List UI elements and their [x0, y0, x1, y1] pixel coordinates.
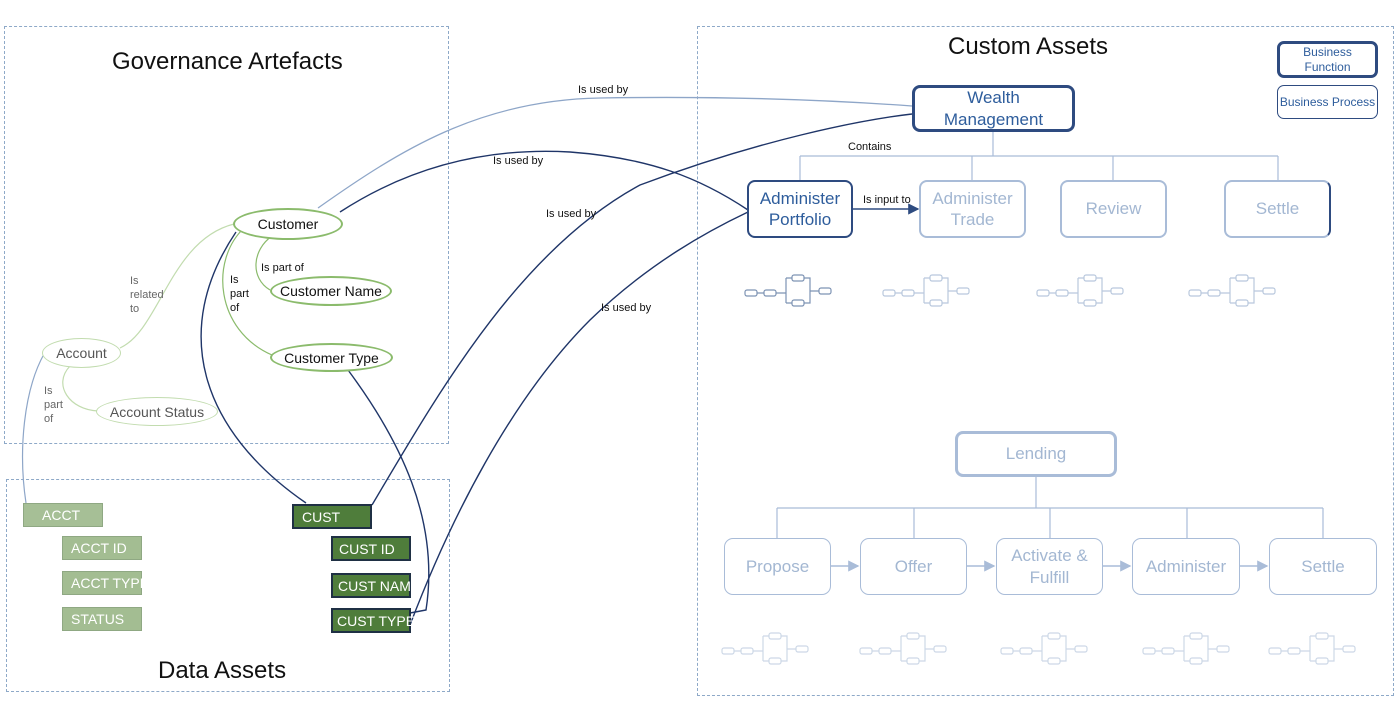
account-node[interactable]: Account [42, 338, 121, 368]
process-flow-thumbnail-icon [882, 274, 970, 307]
is-used-by-label-2: Is used by [493, 155, 544, 167]
account-status-node[interactable]: Account Status [96, 397, 218, 426]
link-account-acct [21, 353, 45, 504]
contains-label: Contains [848, 141, 892, 153]
link-customer-account [119, 223, 235, 349]
is-used-by-label-3: Is used by [546, 208, 597, 220]
process-flow-thumbnail-icon [1268, 632, 1356, 665]
activate-fulfill-process[interactable]: Activate & Fulfill [996, 538, 1103, 595]
administer-process[interactable]: Administer [1132, 538, 1240, 595]
cust-type-column[interactable]: CUST TYPE [331, 608, 415, 633]
administer-trade-process[interactable]: Administer Trade [919, 180, 1026, 238]
settle-process-bottom[interactable]: Settle [1269, 538, 1377, 595]
link-customer-cust [200, 231, 307, 504]
custom-assets-title: Custom Assets [948, 33, 1109, 60]
is-part-of-label-top: Is part of [261, 262, 304, 274]
acct-type-column[interactable]: ACCT TYPE [62, 571, 149, 595]
acct-table[interactable]: ACCT [23, 503, 103, 527]
customer-name-node[interactable]: Customer Name [270, 276, 392, 306]
process-flow-thumbnail-icon [1036, 274, 1124, 307]
link-customer-customer-name [255, 235, 273, 291]
link-cust-wealth-management [371, 113, 913, 506]
is-part-of-label-account: Is part of [44, 385, 63, 425]
wealth-hierarchy-lines [799, 132, 1279, 181]
lending-function[interactable]: Lending [955, 431, 1117, 477]
offer-process[interactable]: Offer [860, 538, 967, 595]
governance-artefacts-title: Governance Artefacts [112, 48, 343, 75]
data-assets-title: Data Assets [158, 657, 287, 684]
administer-portfolio-process[interactable]: Administer Portfolio [747, 180, 853, 238]
status-column[interactable]: STATUS [62, 607, 142, 631]
data-assets-panel [6, 479, 450, 692]
process-flow-thumbnail-icon [1142, 632, 1230, 665]
review-process[interactable]: Review [1060, 180, 1167, 238]
lending-hierarchy-lines [776, 477, 1324, 538]
is-used-by-label-1: Is used by [578, 84, 629, 96]
is-related-to-label: Is related to [130, 275, 164, 315]
link-customer-customer-type [222, 227, 273, 356]
link-customer-type-cust-type [347, 369, 430, 614]
process-flow-thumbnail-icon [721, 632, 809, 665]
cust-id-column[interactable]: CUST ID [331, 536, 411, 561]
propose-process[interactable]: Propose [724, 538, 831, 595]
governance-artefacts-panel [4, 26, 449, 444]
link-customer-wealth-management [317, 96, 913, 209]
customer-node[interactable]: Customer [233, 208, 343, 240]
legend-business-process: Business Process [1277, 85, 1378, 119]
customer-type-node[interactable]: Customer Type [270, 343, 393, 372]
is-input-to-label: Is input to [863, 194, 911, 206]
process-flow-thumbnail-icon [1188, 274, 1276, 307]
cust-table[interactable]: CUST [292, 504, 372, 529]
is-used-by-label-4: Is used by [601, 302, 652, 314]
link-customer-administer-portfolio [339, 150, 749, 213]
process-flow-thumbnail-icon [744, 274, 832, 307]
custom-assets-panel [697, 26, 1394, 696]
is-part-of-label-side: Is part of [230, 274, 249, 314]
settle-process-top[interactable]: Settle [1224, 180, 1331, 238]
link-account-account-status [62, 365, 99, 412]
link-cust-type-administer-portfolio [409, 211, 749, 626]
acct-id-column[interactable]: ACCT ID [62, 536, 142, 560]
legend-business-function: Business Function [1277, 41, 1378, 78]
wealth-management-function[interactable]: Wealth Management [912, 85, 1075, 132]
cust-name-column[interactable]: CUST NAME [331, 573, 420, 598]
process-flow-thumbnail-icon [1000, 632, 1088, 665]
process-flow-thumbnail-icon [859, 632, 947, 665]
